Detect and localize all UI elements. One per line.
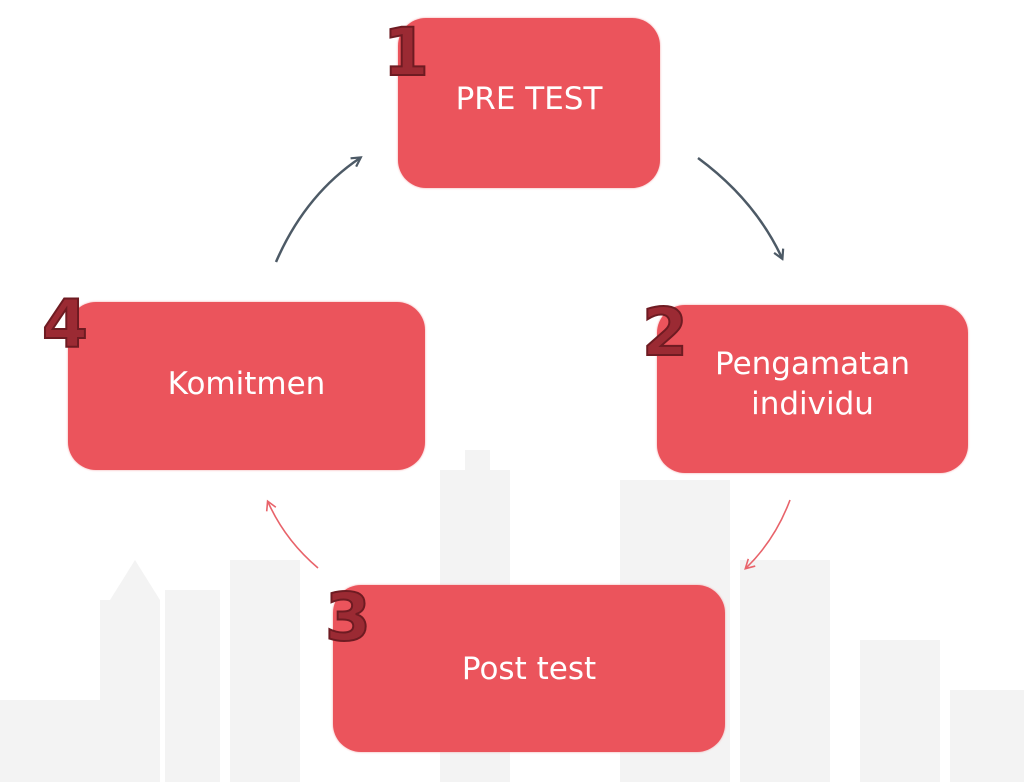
step-box-komitmen: Komitmen bbox=[68, 302, 425, 470]
step-number-2: 2 bbox=[641, 294, 689, 371]
step-number-1: 1 bbox=[382, 14, 430, 91]
arrow-3-to-4 bbox=[265, 499, 319, 569]
arrow-1-to-2 bbox=[697, 156, 782, 258]
step-label: PRE TEST bbox=[455, 81, 603, 117]
step-box-post-test: Post test bbox=[333, 585, 725, 752]
step-box-pengamatan-individu: Pengamatan individu bbox=[657, 305, 968, 473]
step-box-pre-test: PRE TEST bbox=[398, 18, 660, 188]
step-label: Post test bbox=[461, 650, 597, 687]
arrow-2-to-3 bbox=[744, 499, 791, 570]
step-label: Komitmen bbox=[167, 366, 326, 402]
step-label: Pengamatan individu bbox=[715, 346, 910, 422]
step-number-3: 3 bbox=[324, 579, 372, 656]
arrow-4-to-1 bbox=[274, 158, 360, 263]
step-number-4: 4 bbox=[41, 286, 89, 363]
